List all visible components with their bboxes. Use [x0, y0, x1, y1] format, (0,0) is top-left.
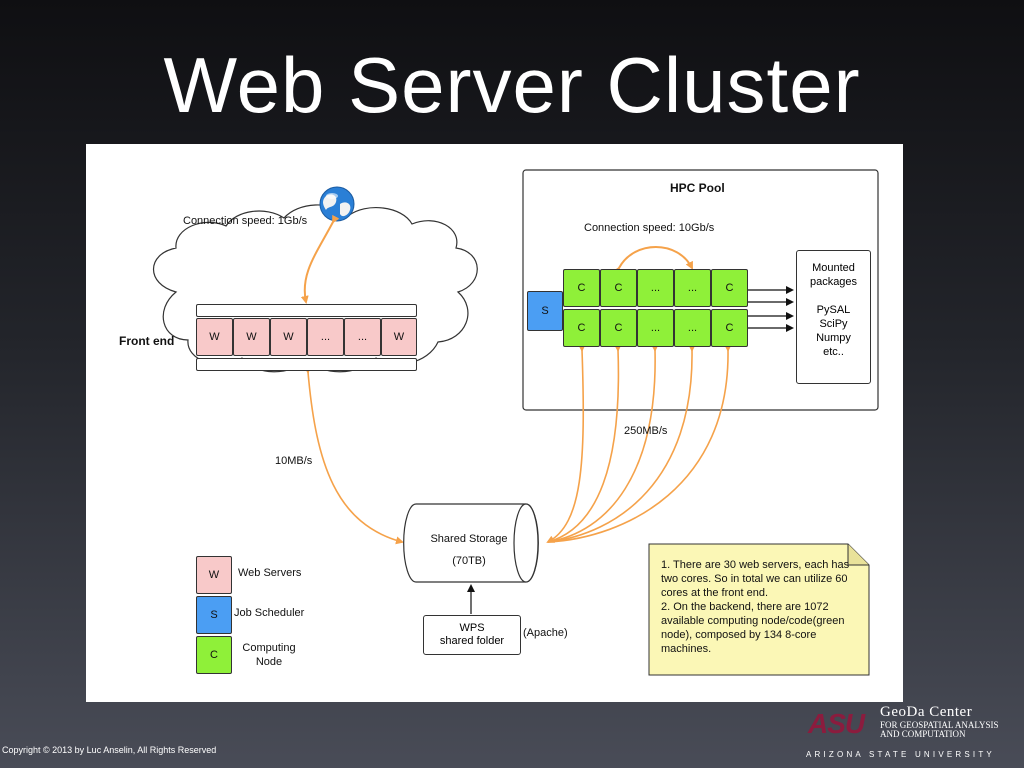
- note-point-1: 1. There are 30 web servers, each has tw…: [661, 559, 850, 599]
- legend-compute-swatch: C: [196, 636, 232, 674]
- web-server-cell: W: [233, 318, 270, 356]
- hpc-storage-links: [546, 343, 732, 543]
- package-arrows: [748, 286, 794, 332]
- compute-cell: ...: [637, 309, 674, 347]
- compute-cell: C: [600, 269, 637, 307]
- front-end-top-bar: [196, 304, 417, 317]
- legend-scheduler-swatch: S: [196, 596, 232, 634]
- compute-cell: C: [711, 269, 748, 307]
- web-server-cell: W: [381, 318, 417, 356]
- web-server-cell: ...: [307, 318, 344, 356]
- compute-cell: C: [563, 309, 600, 347]
- compute-cell: ...: [637, 269, 674, 307]
- wps-folder-label: shared folder: [439, 635, 505, 647]
- geoda-center-subtitle-1: FOR GEOSPATIAL ANALYSIS: [880, 720, 999, 730]
- package-etc: etc..: [823, 346, 844, 358]
- note-point-2: 2. On the backend, there are 1072 availa…: [661, 601, 845, 655]
- compute-cell: ...: [674, 269, 711, 307]
- hpc-storage-speed-label: 250MB/s: [624, 425, 668, 437]
- apache-label: (Apache): [523, 627, 568, 639]
- compute-cell: C: [711, 309, 748, 347]
- hpc-pool-title: HPC Pool: [670, 181, 725, 195]
- slide-title: Web Server Cluster: [163, 41, 861, 129]
- package-pysal: PySAL: [816, 304, 851, 316]
- storage-label: Shared Storage: [430, 533, 508, 545]
- copyright-footer: Copyright © 2013 by Luc Anselin, All Rig…: [2, 745, 217, 755]
- mounted-line: packages: [809, 276, 858, 288]
- web-server-cell: W: [270, 318, 307, 356]
- front-storage-speed-label: 10MB/s: [275, 455, 313, 467]
- front-end-speed-label: Connection speed: 1Gb/s: [183, 215, 308, 227]
- note-text: 1. There are 30 web servers, each has tw…: [649, 544, 869, 675]
- asu-geoda-logo: ASU GeoDa Center FOR GEOSPATIAL ANALYSIS…: [806, 702, 1020, 764]
- architecture-diagram: W W W ... ... W Front end Connection spe…: [86, 144, 903, 702]
- asu-logo-mark: ASU: [808, 708, 865, 739]
- note-shape: [648, 543, 870, 676]
- package-numpy: Numpy: [816, 332, 851, 344]
- legend-compute-line2: Node: [255, 656, 283, 668]
- legend-web-label: Web Servers: [238, 567, 302, 579]
- compute-cell: ...: [674, 309, 711, 347]
- package-scipy: SciPy: [819, 318, 848, 330]
- compute-cell: C: [563, 269, 600, 307]
- legend-compute-label: Computing Node: [238, 641, 300, 669]
- shared-storage-cylinder: [403, 503, 539, 583]
- web-server-cell: W: [196, 318, 233, 356]
- mounted-line: Mounted: [812, 262, 855, 274]
- wps-label: WPS: [459, 622, 485, 634]
- geoda-center-subtitle-2: AND COMPUTATION: [880, 729, 966, 739]
- wps-box: WPS shared folder: [423, 615, 521, 655]
- legend-compute-line1: Computing: [242, 642, 296, 654]
- globe-icon: [319, 186, 355, 222]
- scheduler-cell: S: [527, 291, 563, 331]
- legend-web-swatch: W: [196, 556, 232, 594]
- front-end-bottom-bar: [196, 358, 417, 371]
- storage-capacity-label: (70TB): [452, 555, 486, 567]
- web-server-cell: ...: [344, 318, 381, 356]
- university-name: ARIZONA STATE UNIVERSITY: [806, 750, 995, 759]
- mounted-packages-box: Mounted packages PySAL SciPy Numpy etc..: [796, 250, 871, 384]
- hpc-speed-label: Connection speed: 10Gb/s: [584, 222, 715, 234]
- front-end-label: Front end: [119, 334, 175, 348]
- compute-cell: C: [600, 309, 637, 347]
- legend-scheduler-label: Job Scheduler: [234, 607, 305, 619]
- geoda-center-title: GeoDa Center: [880, 704, 973, 720]
